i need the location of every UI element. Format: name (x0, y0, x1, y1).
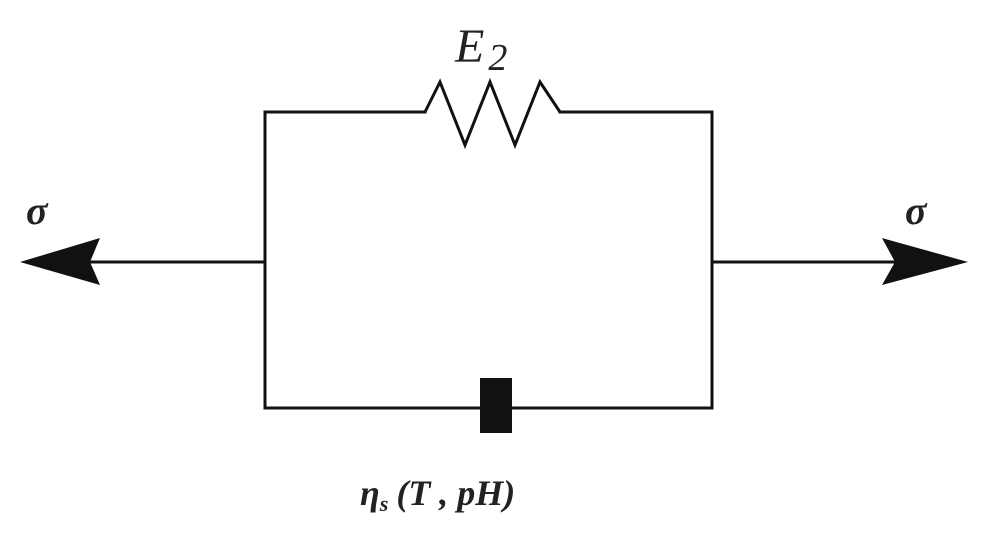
dashpot-label-subscript: s (379, 491, 389, 516)
dashpot-label-base: η (360, 473, 380, 513)
parallel-frame (263, 110, 714, 410)
right-arrowhead (882, 238, 968, 285)
left-stress-arrow (20, 238, 267, 285)
left-arrowhead (20, 238, 100, 285)
stress-label-right: σ (905, 188, 928, 233)
dashpot-label-args: (T , pH) (396, 473, 515, 513)
spring-element (423, 77, 562, 150)
spring-label-base: E (454, 20, 484, 73)
dashpot-label: ηs (T , pH) (360, 473, 515, 516)
stress-label-left: σ (26, 188, 49, 233)
dashpot-element (480, 378, 512, 433)
right-stress-arrow (710, 238, 968, 285)
spring-label-subscript: 2 (488, 37, 507, 79)
